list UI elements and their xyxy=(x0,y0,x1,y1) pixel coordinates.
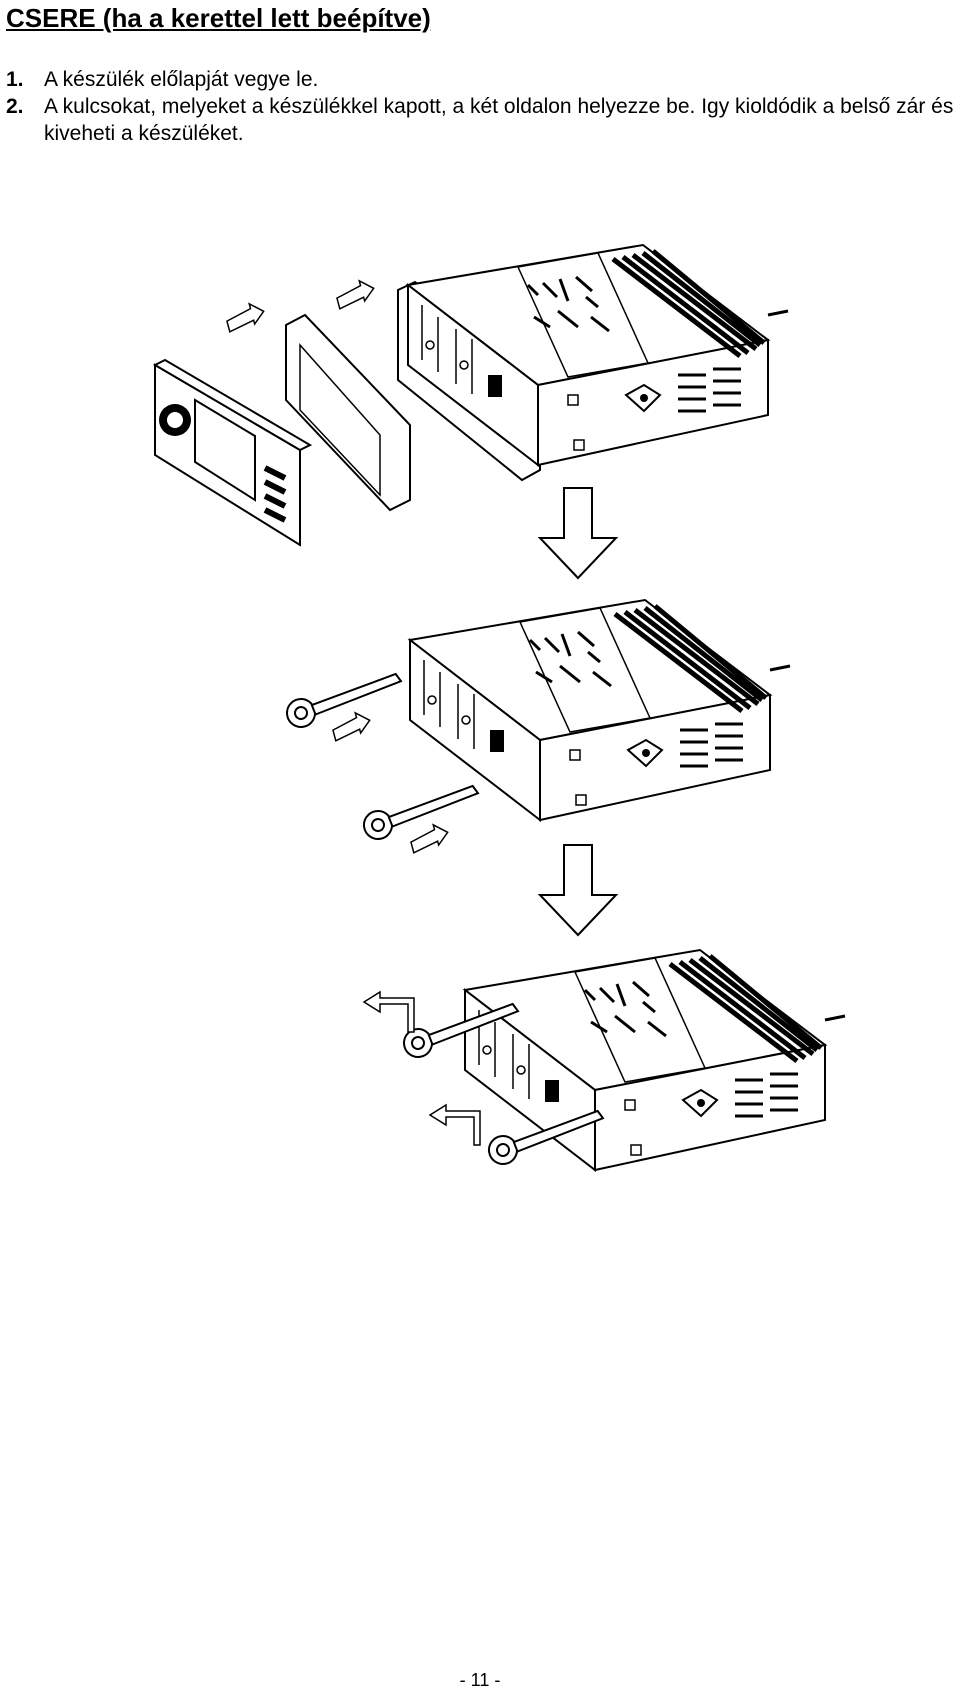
step-text: A készülék előlapját vegye le. xyxy=(44,68,319,91)
down-arrow-icon xyxy=(539,844,617,936)
release-key-icon xyxy=(359,784,484,843)
release-key-icon xyxy=(282,672,407,731)
instruction-step: 2. A kulcsokat, melyeket a készülékkel k… xyxy=(6,93,958,147)
direction-arrow-icon xyxy=(223,299,268,333)
page-title: CSERE (ha a kerettel lett beépítve) xyxy=(6,3,431,33)
step-number: 1. xyxy=(6,68,24,91)
direction-arrow-icon xyxy=(429,1104,481,1146)
radio-chassis-icon xyxy=(465,950,845,1170)
direction-arrow-icon xyxy=(407,820,452,854)
direction-arrow-icon xyxy=(333,276,378,310)
direction-arrow-icon xyxy=(363,991,415,1033)
instruction-list: 1. A készülék előlapját vegye le. 2. A k… xyxy=(6,66,958,147)
step-text: A kulcsokat, melyeket a készülékkel kapo… xyxy=(44,95,954,145)
front-panel-icon xyxy=(152,358,313,547)
instruction-step: 1. A készülék előlapját vegye le. xyxy=(6,66,958,93)
direction-arrow-icon xyxy=(329,708,374,742)
down-arrow-icon xyxy=(539,487,617,579)
step-number: 2. xyxy=(6,95,24,118)
trim-frame-icon xyxy=(285,313,411,512)
page-number: - 11 - xyxy=(459,1670,501,1690)
